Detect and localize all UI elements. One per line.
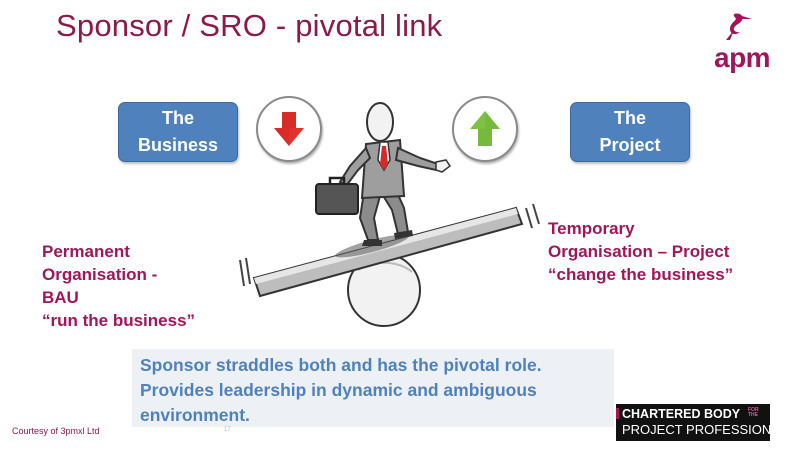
up-arrow-circle bbox=[452, 96, 518, 162]
apm-logo bbox=[726, 13, 752, 40]
chartered-badge-small1: FOR bbox=[748, 407, 759, 413]
right-text-line3: “change the business” bbox=[548, 265, 734, 284]
slide-number: 17 bbox=[224, 427, 231, 433]
chartered-badge-small2: THE bbox=[748, 412, 758, 418]
business-box-line2: Business bbox=[137, 135, 219, 155]
balancing-businessman-illustration bbox=[239, 102, 540, 327]
apm-logo-text: apm bbox=[714, 42, 771, 73]
down-arrow-circle bbox=[256, 96, 322, 162]
arrow-up-icon bbox=[470, 111, 500, 146]
sponsor-banner-text: Sponsor straddles both and has the pivot… bbox=[140, 353, 610, 428]
left-text-line1: Permanent bbox=[42, 242, 130, 261]
business-box-line1: The bbox=[161, 108, 194, 128]
chartered-badge-line2: PROJECT PROFESSION bbox=[622, 422, 772, 437]
permanent-organisation-text: Permanent Organisation - BAU “run the bu… bbox=[42, 240, 195, 332]
briefcase-icon bbox=[315, 183, 359, 215]
project-box-line1: The bbox=[613, 108, 646, 128]
banner-line3: environment. bbox=[140, 405, 250, 425]
chartered-badge-small: FOR THE bbox=[748, 408, 759, 418]
left-text-line2: Organisation - bbox=[42, 265, 158, 284]
slide-title: Sponsor / SRO - pivotal link bbox=[56, 8, 443, 43]
chartered-badge-accent bbox=[616, 408, 619, 419]
chartered-body-badge: CHARTERED BODY FOR THE PROJECT PROFESSIO… bbox=[616, 404, 772, 441]
banner-line2: Provides leadership in dynamic and ambig… bbox=[140, 380, 537, 400]
left-text-line3: BAU bbox=[42, 288, 79, 307]
project-box: The Project bbox=[570, 102, 690, 162]
chartered-badge-line1: CHARTERED BODY bbox=[622, 407, 741, 421]
banner-line1: Sponsor straddles both and has the pivot… bbox=[140, 355, 542, 375]
left-text-line4: “run the business” bbox=[42, 311, 196, 330]
courtesy-credit: Courtesy of 3pmxl Ltd bbox=[12, 426, 100, 436]
head-shape bbox=[366, 102, 394, 142]
temporary-organisation-text: Temporary Organisation – Project “change… bbox=[548, 217, 733, 286]
business-box: The Business bbox=[118, 102, 238, 162]
right-text-line1: Temporary bbox=[548, 219, 635, 238]
project-box-line2: Project bbox=[599, 135, 661, 155]
right-text-line2: Organisation – Project bbox=[548, 242, 730, 261]
sponsor-banner bbox=[132, 349, 614, 427]
heron-icon bbox=[726, 13, 752, 40]
arrow-down-icon bbox=[274, 112, 304, 146]
